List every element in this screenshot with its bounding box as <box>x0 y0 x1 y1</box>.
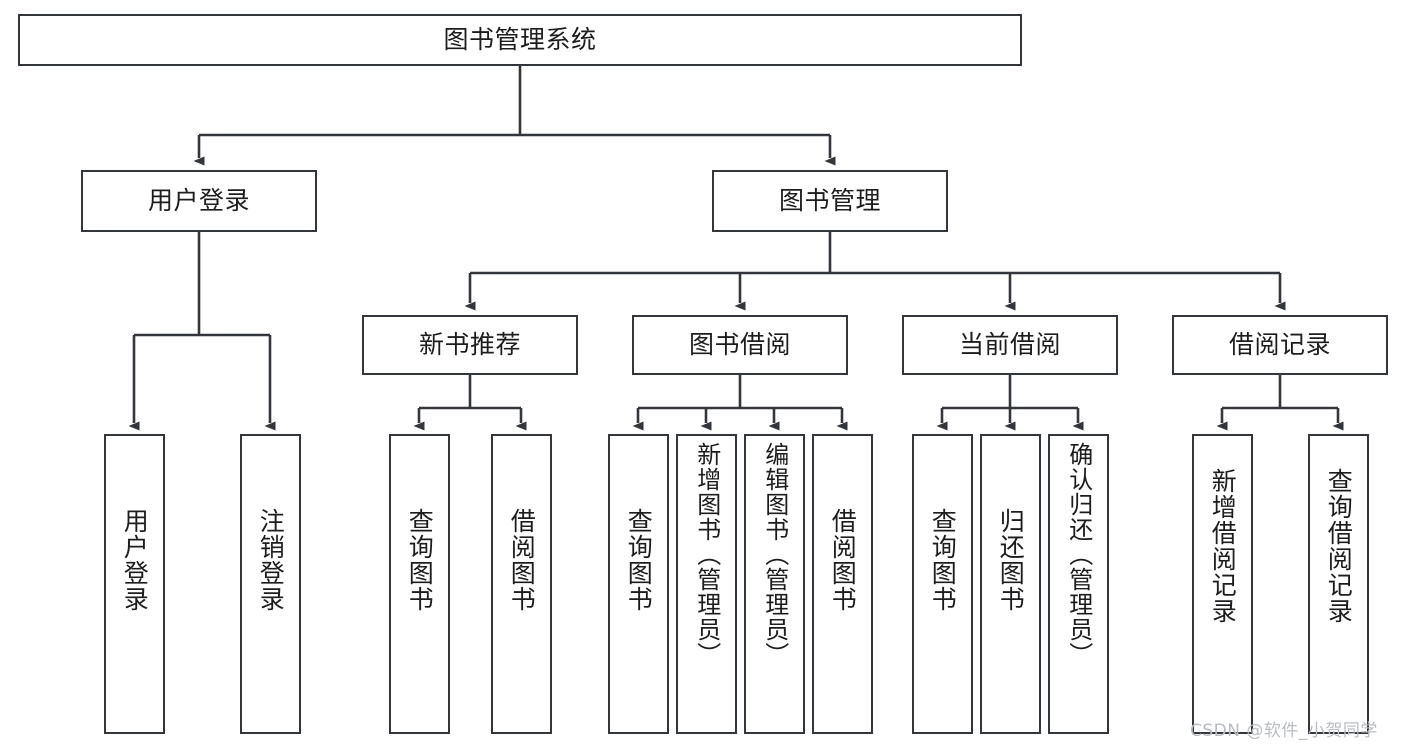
node-label: 图书管理 <box>778 186 881 216</box>
leaf-borrow-book[interactable]: 借阅图书 <box>812 434 873 734</box>
leaf-query-book-recommend[interactable]: 查询图书 <box>389 434 450 734</box>
leaf-query-book-current[interactable]: 查询图书 <box>912 434 973 734</box>
node-label: 注销登录 <box>256 508 286 612</box>
node-book-management[interactable]: 图书管理 <box>712 170 948 232</box>
node-label: 图书管理系统 <box>443 25 597 55</box>
node-label: 查询图书 <box>405 508 435 612</box>
node-label: 查询图书 <box>928 508 958 612</box>
node-label: 确认归还（管理员） <box>1064 442 1093 667</box>
leaf-confirm-return-admin[interactable]: 确认归还（管理员） <box>1048 434 1109 734</box>
leaf-query-book-borrow[interactable]: 查询图书 <box>608 434 669 734</box>
leaf-borrow-book-recommend[interactable]: 借阅图书 <box>491 434 552 734</box>
node-label: 图书借阅 <box>688 330 791 360</box>
node-label: 用户登录 <box>147 186 250 216</box>
leaf-edit-book-admin[interactable]: 编辑图书（管理员） <box>744 434 805 734</box>
node-label: 查询图书 <box>624 508 654 612</box>
node-label: 归还图书 <box>996 508 1026 612</box>
leaf-return-book[interactable]: 归还图书 <box>980 434 1041 734</box>
node-label: 新书推荐 <box>418 330 521 360</box>
leaf-add-book-admin[interactable]: 新增图书（管理员） <box>676 434 737 734</box>
node-book-borrow[interactable]: 图书借阅 <box>632 315 848 375</box>
leaf-add-borrow-record[interactable]: 新增借阅记录 <box>1192 434 1253 734</box>
node-user-login[interactable]: 用户登录 <box>81 170 317 232</box>
node-new-book-recommend[interactable]: 新书推荐 <box>362 315 578 375</box>
leaf-query-borrow-record[interactable]: 查询借阅记录 <box>1308 434 1369 734</box>
node-label: 新增图书（管理员） <box>692 442 721 667</box>
node-borrow-record[interactable]: 借阅记录 <box>1172 315 1388 375</box>
watermark-text: CSDN @软件_小贺同学 <box>1190 721 1378 741</box>
leaf-user-login[interactable]: 用户登录 <box>104 434 165 734</box>
node-label: 借阅图书 <box>507 508 537 612</box>
node-label: 编辑图书（管理员） <box>760 442 789 667</box>
node-root-book-management-system[interactable]: 图书管理系统 <box>18 14 1022 66</box>
node-label: 借阅记录 <box>1228 330 1331 360</box>
leaf-logout[interactable]: 注销登录 <box>240 434 301 734</box>
node-label: 用户登录 <box>120 508 150 612</box>
node-label: 新增借阅记录 <box>1208 468 1238 624</box>
node-label: 查询借阅记录 <box>1324 468 1354 624</box>
node-label: 借阅图书 <box>828 508 858 612</box>
node-current-borrow[interactable]: 当前借阅 <box>902 315 1118 375</box>
node-label: 当前借阅 <box>958 330 1061 360</box>
